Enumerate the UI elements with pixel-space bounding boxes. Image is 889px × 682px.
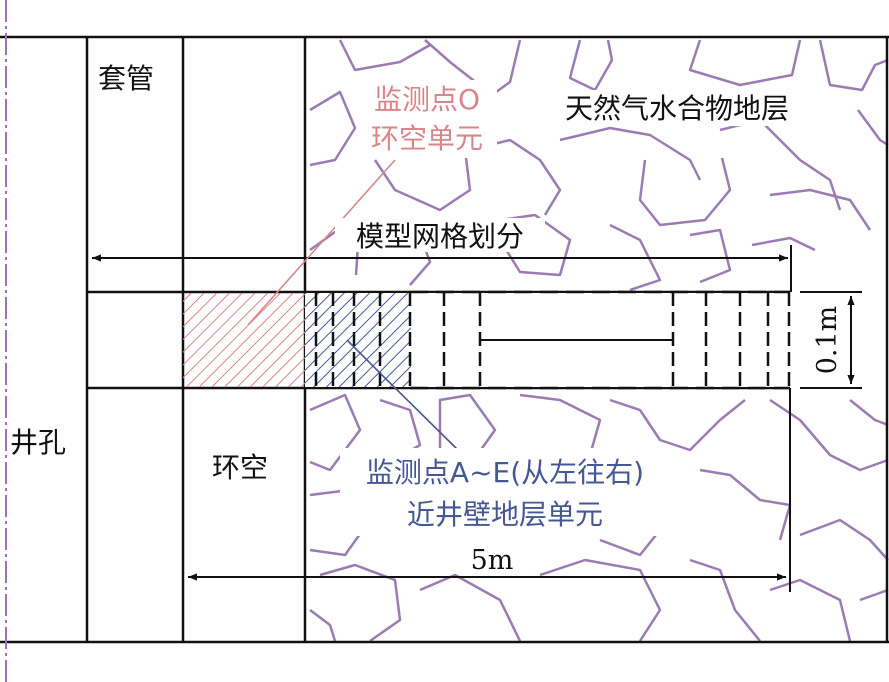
monitor-o-cell: [183, 293, 305, 387]
casing-label: 套管: [98, 62, 154, 95]
monitor-ae-leader-2: [384, 377, 459, 451]
model-grid-label: 模型网格划分: [356, 220, 524, 253]
monitor-ae-leader: [346, 339, 386, 379]
monitor-o-label-line2: 环空单元: [371, 122, 483, 155]
hydrate-layer-label: 天然气水合物地层: [565, 92, 789, 125]
height-dimension: [800, 291, 862, 389]
monitor-ae-label-bg: [340, 448, 670, 536]
height-label: 0.1m: [812, 306, 843, 375]
wellbore-label: 井孔: [10, 426, 66, 459]
length-label: 5m: [471, 545, 514, 576]
monitor-ae-cells: [305, 293, 411, 387]
hydrate-layer-label-bg: [560, 90, 832, 126]
model-grid-label-bg: [335, 218, 545, 252]
annulus-label: 环空: [212, 451, 268, 484]
monitor-o-leader: [247, 159, 396, 326]
monitor-o-label-bg: [357, 80, 497, 156]
monitor-ae-label-line1: 监测点A~E(从左往右): [366, 456, 644, 489]
length-label-bg: [462, 544, 522, 572]
monitor-ae-label-line2: 近井壁地层单元: [407, 498, 603, 531]
monitor-o-label-line1: 监测点O: [374, 83, 480, 116]
grid-top-bottom-dash: [410, 290, 790, 390]
